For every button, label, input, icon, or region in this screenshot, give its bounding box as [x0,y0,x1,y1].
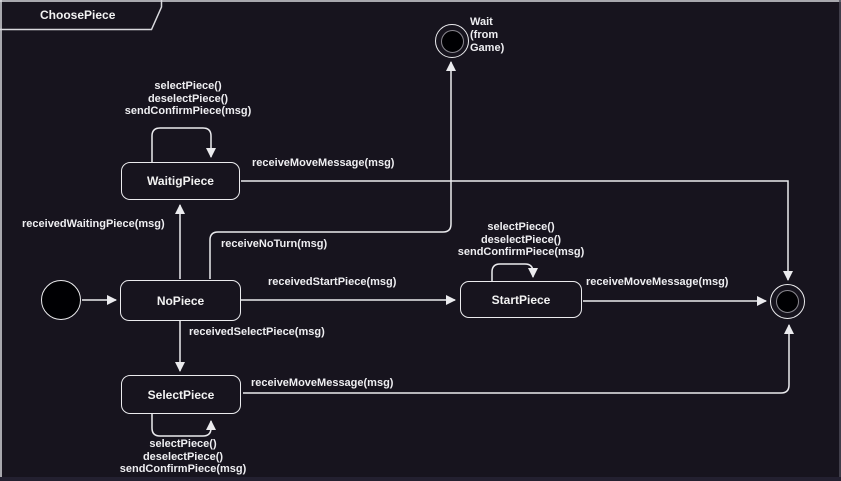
bottom-edge-strip [0,477,841,481]
state-selectpiece-label: SelectPiece [147,387,215,402]
state-startpiece[interactable]: StartPiece [460,281,582,318]
label-receive-move-message-bottom: receiveMoveMessage(msg) [251,377,394,389]
frame-title: ChoosePiece [40,8,116,22]
label-received-select-piece: receivedSelectPiece(msg) [189,326,325,338]
label-receive-move-message-mid: receiveMoveMessage(msg) [586,276,729,288]
initial-state-node[interactable] [41,280,81,320]
edge-waitigpiece-self-loop [151,127,216,162]
wait-final-state-node[interactable] [435,24,469,58]
edge-nopiece-to-wait [209,61,456,279]
label-receive-move-message-top: receiveMoveMessage(msg) [252,157,395,169]
end-final-state-node[interactable] [770,284,805,319]
wait-state-label: Wait (from Game) [470,16,505,54]
state-waitigpiece-label: WaitigPiece [147,174,214,188]
state-waitigpiece[interactable]: WaitigPiece [121,162,240,200]
wait-final-state-inner-dot [440,29,464,53]
label-selectpiece-self-actions: selectPiece() deselectPiece() sendConfir… [119,438,247,475]
frame-tab-outline [0,0,163,31]
label-startpiece-self-actions: selectPiece() deselectPiece() sendConfir… [457,221,585,258]
edge-selectpiece-self-loop [151,414,216,437]
label-received-waiting-piece: receivedWaitingPiece(msg) [22,218,165,230]
label-receive-no-turn: receiveNoTurn(msg) [221,238,328,250]
label-received-start-piece: receivedStartPiece(msg) [268,276,397,288]
end-final-state-inner-dot [776,290,799,313]
edge-waitigpiece-to-final [241,180,793,281]
state-selectpiece[interactable]: SelectPiece [121,375,241,414]
state-nopiece[interactable]: NoPiece [120,280,241,321]
state-startpiece-label: StartPiece [491,292,551,307]
edge-selectpiece-to-final [243,324,794,394]
edge-startpiece-self-loop [491,263,538,281]
label-waitigpiece-self-actions: selectPiece() deselectPiece() sendConfir… [124,80,252,117]
state-nopiece-label: NoPiece [156,293,205,308]
